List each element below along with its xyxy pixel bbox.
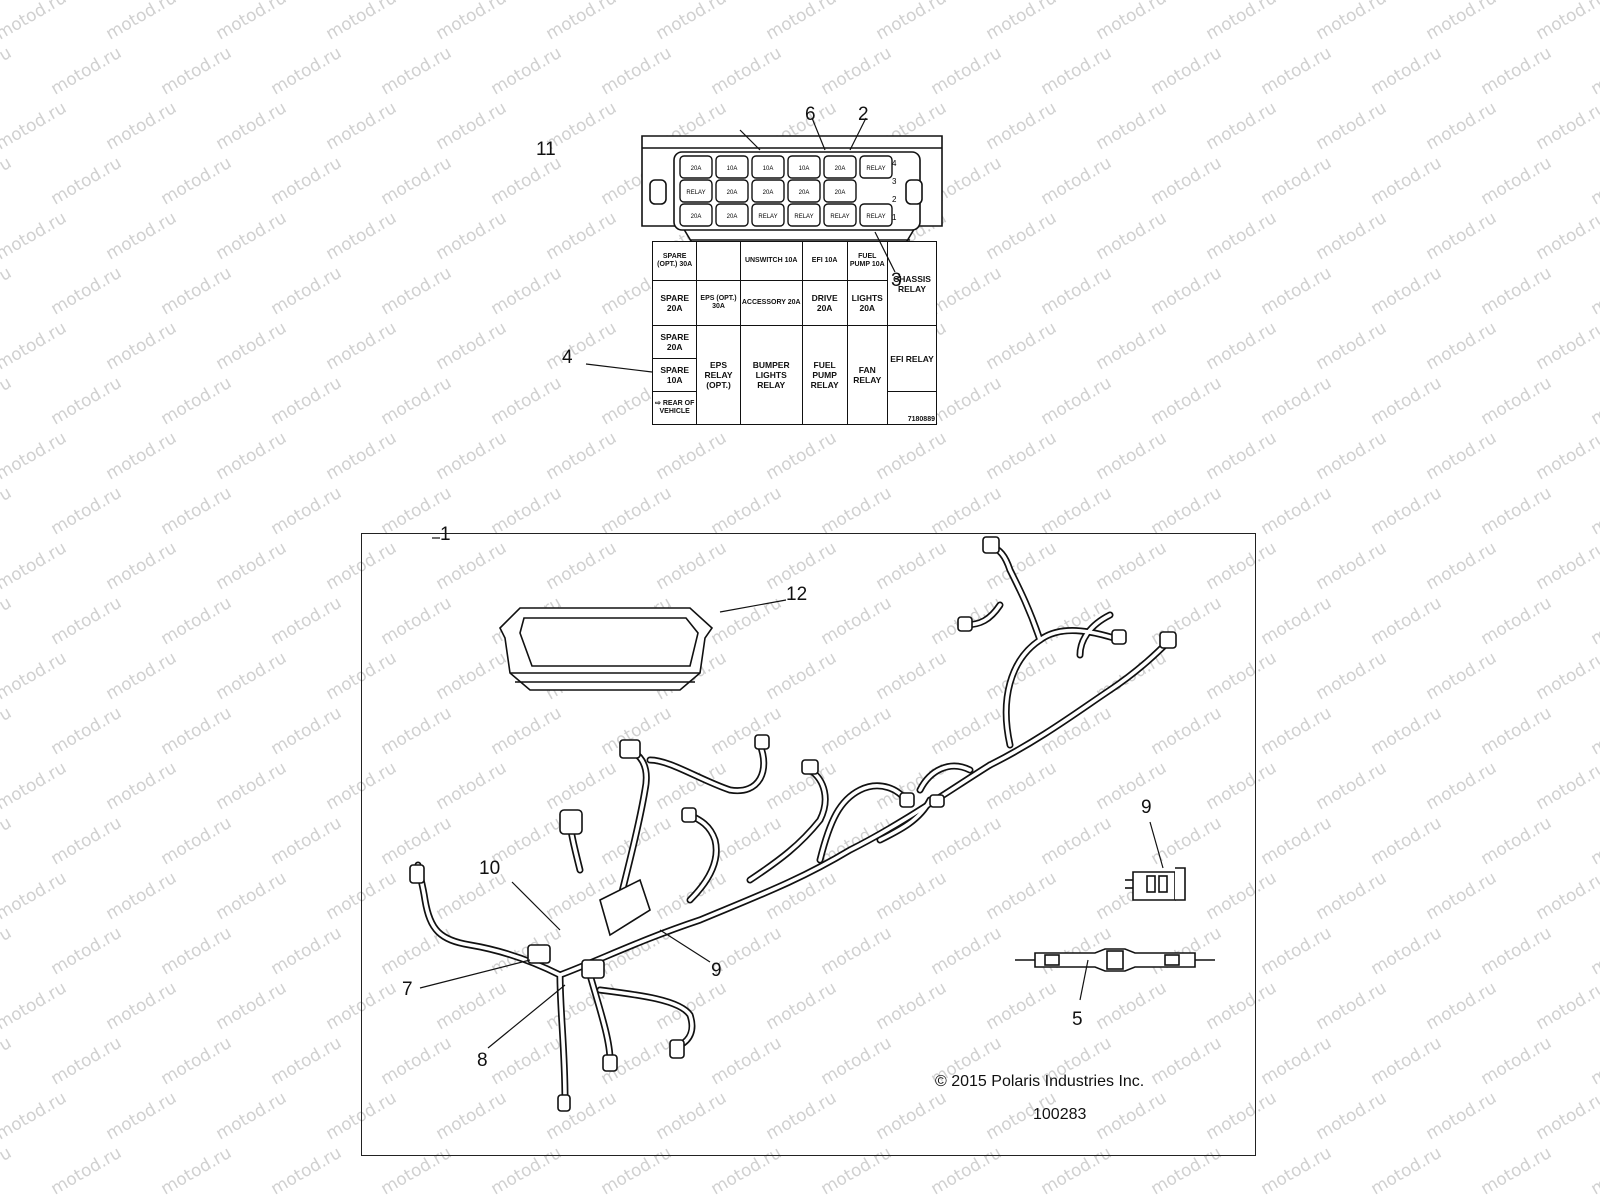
callout-3: 3 xyxy=(891,270,902,291)
fuse-slot-label: 20A xyxy=(727,190,738,196)
fuse-slot-label: 10A xyxy=(727,166,738,172)
fuse-slot xyxy=(679,179,713,203)
fuse-box-drawing: 20A 10A 10A 10A 20A RELAY 20A 20A 20A 20A 20A 20A RE… xyxy=(641,135,943,247)
fuse-label: SPARE (OPT.) 30A UNSWITCH 10A EFI 10A FU… xyxy=(651,241,937,425)
harness-frame xyxy=(361,533,1256,1156)
callout-7: 7 xyxy=(402,979,413,1000)
callout-8: 8 xyxy=(477,1050,488,1071)
fuse-label-cell: UNSWITCH 10A xyxy=(739,241,803,281)
relay-box-cover-drawing xyxy=(499,607,714,691)
callout-10: 10 xyxy=(479,858,501,879)
fuse-slot-label: RELAY xyxy=(758,214,777,220)
fuse-label-cell: ACCESSORY 20A xyxy=(739,280,803,326)
callout-12: 12 xyxy=(786,584,808,605)
fuse-label-cell: FAN RELAY xyxy=(846,325,889,425)
fuse-label-cell: EPS RELAY (OPT.) xyxy=(696,325,741,425)
fuse-slot xyxy=(679,203,713,227)
fuse-box-side-number: 4 xyxy=(892,159,897,168)
callout-11: 11 xyxy=(536,139,556,160)
fuse-slot xyxy=(787,155,821,179)
fuse-box-cells: 20A 10A 10A 10A 20A RELAY 20A 20A 20A 20A 20A 20A RE… xyxy=(679,155,893,227)
fuse-label-cell: CHASSIS RELAY xyxy=(887,241,937,326)
fuse-slot xyxy=(859,155,893,179)
rear-of-vehicle-cell: ⇨ REAR OF VEHICLE xyxy=(651,391,698,425)
fuse-box-side-numbers: 4 3 2 1 xyxy=(892,159,897,222)
part-number-cell: 7180889 xyxy=(887,391,937,425)
fuse-slot xyxy=(859,203,893,227)
fuse-slot-label: 20A xyxy=(835,166,846,172)
fuse-slot-label: RELAY xyxy=(830,214,849,220)
callout-5: 5 xyxy=(1072,1009,1083,1030)
fuse-slot xyxy=(787,203,821,227)
fuse-slot xyxy=(715,179,749,203)
fuse-slot-label: 20A xyxy=(691,166,702,172)
callout-6: 6 xyxy=(805,104,816,125)
fuse-slot-label: 10A xyxy=(799,166,810,172)
fuse-slot-label: RELAY xyxy=(866,166,885,172)
fuse-slot-label: RELAY xyxy=(866,214,885,220)
fuse-slot-label: 20A xyxy=(727,214,738,220)
fuse-slot-label: 10A xyxy=(763,166,774,172)
fuse-label-cell: SPARE 20A xyxy=(651,325,698,359)
figure-id: 100283 xyxy=(1033,1106,1087,1123)
fuse-slot xyxy=(751,155,785,179)
fuse-slot-label: RELAY xyxy=(686,190,705,196)
fuse-slot xyxy=(823,203,857,227)
fuse-slot xyxy=(751,203,785,227)
arrow-right-icon: ⇨ xyxy=(655,400,661,407)
fuse-slot xyxy=(679,155,713,179)
fuse-box-side-number: 2 xyxy=(892,195,897,204)
fuse-slot xyxy=(715,203,749,227)
fuse-label-cell: EFI 10A xyxy=(801,241,848,281)
fuse-slot xyxy=(787,179,821,203)
callout-2: 2 xyxy=(858,104,869,125)
fuse-slot-label: 20A xyxy=(763,190,774,196)
fuse-label-cell: DRIVE 20A xyxy=(801,280,848,326)
callout-4: 4 xyxy=(562,347,573,368)
fuse-label-cell: FUEL PUMP RELAY xyxy=(801,325,848,425)
fuse-slot-label: 20A xyxy=(799,190,810,196)
fuse-slot xyxy=(751,179,785,203)
fuse-slot xyxy=(823,155,857,179)
terminal-clip-drawing xyxy=(1125,867,1186,901)
fuse-label-cell: BUMPER LIGHTS RELAY xyxy=(739,325,803,425)
copyright-text: © 2015 Polaris Industries Inc. xyxy=(935,1073,1145,1090)
fuse-label-cell xyxy=(696,241,741,281)
fuse-label-cell: SPARE (OPT.) 30A xyxy=(651,241,698,281)
fuse-slot-label: 20A xyxy=(691,214,702,220)
fuse-label-cell: LIGHTS 20A xyxy=(846,280,889,326)
fuse-box-side-number: 3 xyxy=(892,177,897,186)
fuse-slot-label: RELAY xyxy=(794,214,813,220)
callout-9-clip: 9 xyxy=(1141,797,1152,818)
callout-1: 1 xyxy=(440,524,451,545)
fuse-label-cell: FUEL PUMP 10A xyxy=(846,241,889,281)
callout-9-harness: 9 xyxy=(711,960,722,981)
fuse-slot xyxy=(715,155,749,179)
fuse-slot-label: 20A xyxy=(835,190,846,196)
inline-fuse-holder-drawing xyxy=(1015,948,1215,972)
fuse-slot xyxy=(823,179,857,203)
fuse-box-side-number: 1 xyxy=(892,213,897,222)
fuse-label-cell: SPARE 20A xyxy=(651,280,698,326)
